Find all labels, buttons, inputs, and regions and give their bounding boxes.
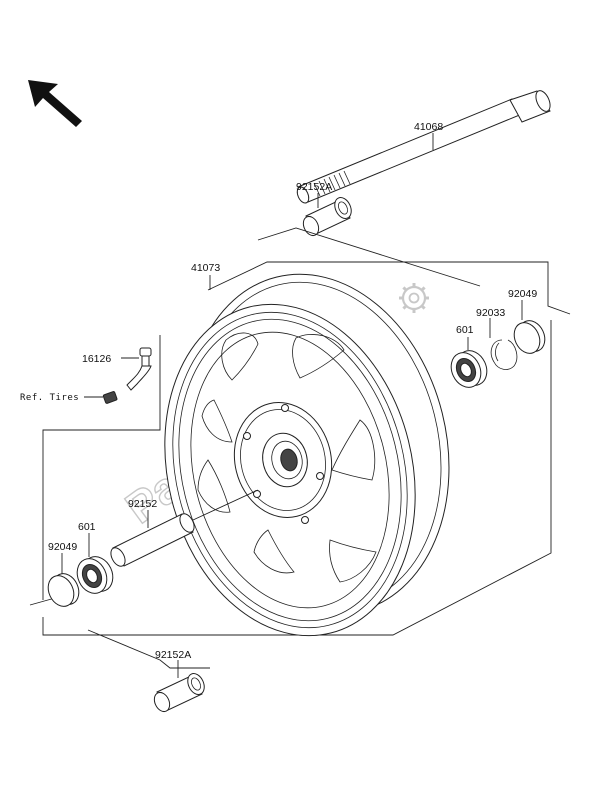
oil-seal-left: [47, 573, 80, 607]
wheel: [164, 273, 450, 637]
label-air-valve: 16126: [82, 353, 111, 365]
label-wheel: 41073: [191, 262, 220, 274]
label-circlip: 92033: [476, 307, 505, 319]
collar-top: [302, 197, 352, 237]
leader-lines: [29, 227, 571, 669]
bearing-right: [450, 350, 488, 388]
label-collar-top: 92152A: [296, 181, 332, 193]
distance-collar: [110, 489, 259, 567]
label-axle: 41068: [414, 121, 443, 133]
label-collar-bottom: 92152A: [155, 649, 191, 661]
axle: [296, 90, 551, 204]
valve-cap: [102, 391, 118, 404]
label-bearing-left: 601: [78, 521, 96, 533]
reference-tires: Ref. Tires: [20, 393, 79, 403]
label-distance-collar: 92152: [128, 498, 157, 510]
bearing-left: [76, 556, 114, 594]
circlip: [490, 339, 518, 370]
collar-bottom: [153, 673, 205, 713]
gear-icon: [399, 283, 429, 313]
front-direction-arrow-icon: [28, 80, 82, 127]
label-oil-seal-left: 92049: [48, 541, 77, 553]
label-bearing-right: 601: [456, 324, 474, 336]
oil-seal-right: [513, 320, 546, 354]
label-oil-seal-right: 92049: [508, 288, 537, 300]
air-valve: [126, 347, 152, 391]
